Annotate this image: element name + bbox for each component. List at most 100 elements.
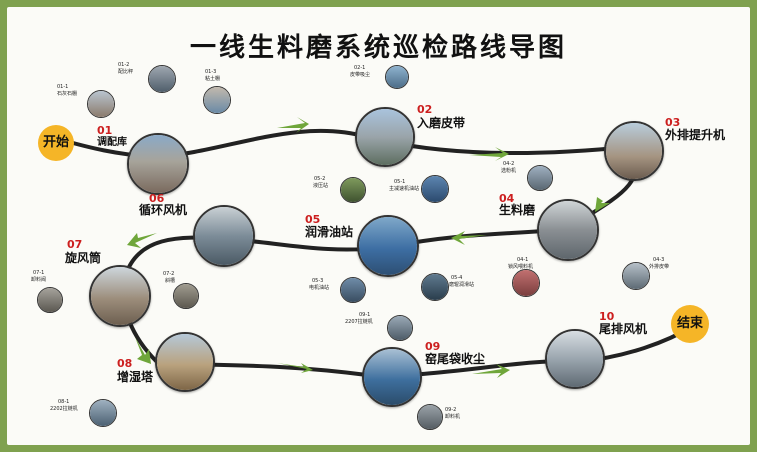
route-arrow-5 xyxy=(127,233,157,248)
station-05-photo-image xyxy=(359,217,417,275)
board: 一线生料磨系统巡检路线导图 开始 结束 01 调配库 01-1 石灰石棚 01-… xyxy=(7,7,750,445)
sub-05-2-code: 05-2 xyxy=(314,176,326,182)
station-02-photo-image xyxy=(357,109,413,165)
sub-04-2-photo[interactable] xyxy=(527,165,553,191)
sub-07-1-photo[interactable] xyxy=(37,287,63,313)
station-01-name: 调配库 xyxy=(97,137,127,148)
station-02-photo[interactable] xyxy=(355,107,415,167)
sub-04-1-code: 04-1 xyxy=(517,257,529,263)
station-06-photo-image xyxy=(195,207,253,265)
sub-09-1-name: 2207拉链机 xyxy=(345,319,373,325)
sub-07-1-code: 07-1 xyxy=(33,270,45,276)
station-07-photo[interactable] xyxy=(89,265,151,327)
sub-05-4-name: 磨辊润滑站 xyxy=(449,282,475,288)
route-arrow-7 xyxy=(277,363,313,373)
station-10-photo-image xyxy=(547,331,603,387)
route-arrow-2 xyxy=(469,147,509,161)
sub-05-4-code: 05-4 xyxy=(451,275,463,281)
sub-08-1-code: 08-1 xyxy=(58,399,70,405)
station-01-number: 01 xyxy=(97,124,113,137)
route-arrow-4 xyxy=(451,231,487,245)
station-05-photo[interactable] xyxy=(357,215,419,277)
station-03-name: 外排提升机 xyxy=(665,128,726,142)
station-07-photo-image xyxy=(91,267,149,325)
sub-09-2-name: 卸料机 xyxy=(445,414,461,420)
start-badge: 开始 xyxy=(38,125,74,161)
sub-04-1-photo[interactable] xyxy=(512,269,540,297)
station-10-number: 10 xyxy=(599,310,615,323)
station-05-name: 润滑油站 xyxy=(305,225,354,239)
station-07-number: 07 xyxy=(67,238,83,251)
station-08-number: 08 xyxy=(117,357,133,370)
station-04-photo[interactable] xyxy=(537,199,599,261)
station-02-name: 入磨皮带 xyxy=(417,116,466,130)
station-04-photo-image xyxy=(539,201,597,259)
sub-04-2-name: 选粉机 xyxy=(501,168,517,174)
sub-05-1-photo[interactable] xyxy=(421,175,449,203)
sub-02-1-photo[interactable] xyxy=(385,65,409,89)
sub-01-2-photo[interactable] xyxy=(148,65,176,93)
station-04-number: 04 xyxy=(499,192,515,205)
sub-09-1-code: 09-1 xyxy=(359,312,371,318)
station-04-name: 生料磨 xyxy=(499,203,536,217)
sub-05-4-photo[interactable] xyxy=(421,273,449,301)
station-06-number: 06 xyxy=(149,192,165,205)
station-09-photo-image xyxy=(364,349,420,405)
sub-09-1-photo[interactable] xyxy=(387,315,413,341)
sub-01-3-photo[interactable] xyxy=(203,86,231,114)
end-badge: 结束 xyxy=(671,305,709,343)
station-08-photo[interactable] xyxy=(155,332,215,392)
sub-04-3-photo[interactable] xyxy=(622,262,650,290)
sub-07-2-photo[interactable] xyxy=(173,283,199,309)
station-07-name: 旋风筒 xyxy=(65,251,102,265)
station-06-photo[interactable] xyxy=(193,205,255,267)
station-02-number: 02 xyxy=(417,103,433,116)
sub-05-3-name: 电机油站 xyxy=(309,285,330,291)
sub-07-1-name: 卸料阀 xyxy=(31,277,47,283)
station-01-photo-image xyxy=(129,135,187,193)
station-10-name: 尾排风机 xyxy=(599,322,648,336)
sub-09-2-code: 09-2 xyxy=(445,407,457,413)
page-title: 一线生料磨系统巡检路线导图 xyxy=(189,33,567,63)
sub-04-1-name: 锁风喂料机 xyxy=(508,264,534,270)
route-arrow-6 xyxy=(135,337,151,364)
route-arrow-8 xyxy=(472,364,510,378)
sub-04-3-name: 外排皮带 xyxy=(649,264,670,270)
sub-01-1-name: 石灰石棚 xyxy=(57,91,78,97)
station-03-number: 03 xyxy=(665,116,681,129)
sub-01-1-code: 01-1 xyxy=(57,84,69,90)
sub-01-1-photo[interactable] xyxy=(87,90,115,118)
sub-08-1-photo[interactable] xyxy=(89,399,117,427)
sub-04-2-code: 04-2 xyxy=(503,161,515,167)
sub-05-3-code: 05-3 xyxy=(312,278,324,284)
sub-05-3-photo[interactable] xyxy=(340,277,366,303)
sub-07-2-name: 斜槽 xyxy=(165,278,176,284)
station-09-photo[interactable] xyxy=(362,347,422,407)
station-06-name: 循环风机 xyxy=(139,203,188,217)
sub-04-3-code: 04-3 xyxy=(653,257,665,263)
route-arrow-1 xyxy=(277,117,309,133)
station-08-photo-image xyxy=(157,334,213,390)
sub-01-2-name: 配比秤 xyxy=(118,69,134,75)
sub-09-2-photo[interactable] xyxy=(417,404,443,430)
station-03-photo[interactable] xyxy=(604,121,664,181)
sub-07-2-code: 07-2 xyxy=(163,271,175,277)
station-09-number: 09 xyxy=(425,340,441,353)
station-08-name: 增湿塔 xyxy=(117,370,154,384)
station-03-photo-image xyxy=(606,123,662,179)
station-10-photo[interactable] xyxy=(545,329,605,389)
sub-01-2-code: 01-2 xyxy=(118,62,130,68)
route-arrow-3 xyxy=(595,185,619,212)
sub-05-1-name: 主减速机油站 xyxy=(389,186,420,192)
station-05-number: 05 xyxy=(305,213,321,226)
sub-01-3-code: 01-3 xyxy=(205,69,217,75)
sub-01-3-name: 粘土棚 xyxy=(205,76,221,82)
sub-02-1-code: 02-1 xyxy=(354,65,366,71)
sub-02-1-name: 皮带吸尘 xyxy=(350,72,371,78)
station-09-name: 窑尾袋收尘 xyxy=(425,352,486,366)
sub-05-2-photo[interactable] xyxy=(340,177,366,203)
sub-05-2-name: 液压站 xyxy=(313,183,329,189)
sub-05-1-code: 05-1 xyxy=(394,179,406,185)
station-01-photo[interactable] xyxy=(127,133,189,195)
sub-08-1-name: 2202拉链机 xyxy=(50,406,78,412)
